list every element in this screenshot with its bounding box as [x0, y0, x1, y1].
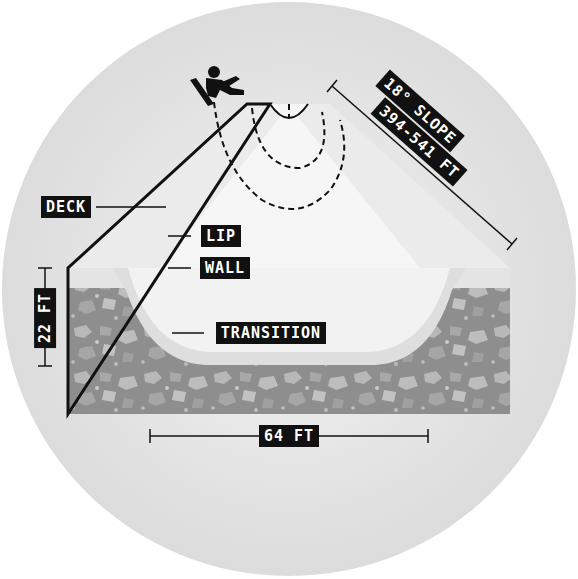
snowboarder — [190, 66, 244, 106]
part-label: DECK — [41, 196, 91, 218]
part-label: TRANSITION — [216, 322, 326, 344]
part-label: WALL — [200, 257, 250, 279]
halfpipe-snow — [112, 268, 466, 365]
transition — [128, 268, 450, 352]
part-label: LIP — [201, 225, 241, 247]
dimension-label: 64 FT — [259, 425, 319, 447]
drop-in-notch — [270, 104, 308, 118]
wall-cone — [160, 106, 420, 268]
leader-lines — [96, 207, 204, 333]
ride-path — [214, 102, 344, 209]
dimension-label: 22 FT — [34, 288, 56, 348]
halfpipe-outline — [68, 104, 270, 414]
